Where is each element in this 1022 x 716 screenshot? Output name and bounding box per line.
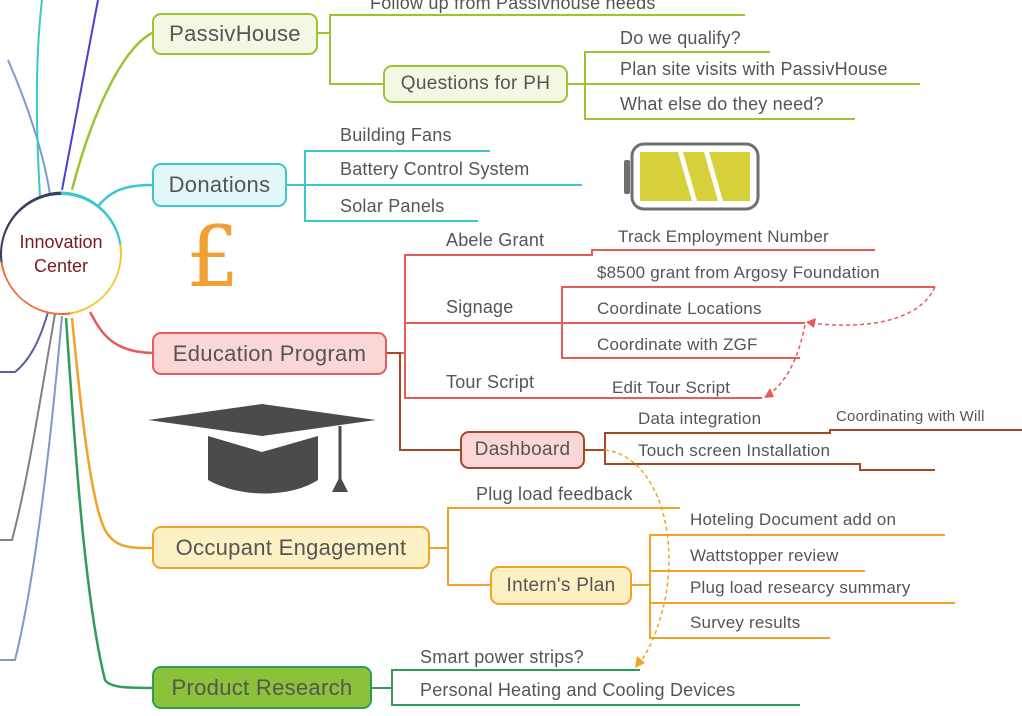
- question-item[interactable]: Plan site visits with PassivHouse: [620, 59, 888, 79]
- topic-occupant-engagement[interactable]: Occupant Engagement: [152, 526, 430, 569]
- product-item[interactable]: Personal Heating and Cooling Devices: [420, 680, 736, 700]
- signage-item[interactable]: Coordinate Locations: [597, 299, 762, 318]
- topic-product-research[interactable]: Product Research: [152, 666, 372, 709]
- subtopic-dashboard[interactable]: Dashboard: [460, 431, 585, 469]
- intern-item[interactable]: Hoteling Document add on: [690, 510, 897, 529]
- subtopic-followup[interactable]: Follow up from Passivhouse needs: [370, 0, 656, 13]
- topic-education-program[interactable]: Education Program: [152, 332, 387, 375]
- subtopic-tour-script[interactable]: Tour Script: [446, 372, 535, 392]
- dashboard-item[interactable]: Touch screen Installation: [638, 441, 831, 460]
- signage-item[interactable]: Coordinate with ZGF: [597, 335, 758, 354]
- graduation-cap-icon: [148, 404, 376, 494]
- signage-item[interactable]: $8500 grant from Argosy Foundation: [597, 263, 880, 282]
- central-topic[interactable]: Innovation Center: [2, 195, 120, 313]
- battery-icon: [624, 142, 760, 211]
- question-item[interactable]: Do we qualify?: [620, 28, 741, 48]
- subtopic-plug-load-feedback[interactable]: Plug load feedback: [476, 484, 633, 504]
- donation-item[interactable]: Battery Control System: [340, 159, 530, 179]
- topic-passivhouse[interactable]: PassivHouse: [152, 13, 318, 55]
- pound-icon: £: [186, 208, 240, 306]
- dashboard-item[interactable]: Data integration: [638, 409, 762, 428]
- tour-item[interactable]: Edit Tour Script: [612, 378, 731, 397]
- dashboard-note[interactable]: Coordinating with Will: [836, 408, 985, 425]
- intern-item[interactable]: Survey results: [690, 613, 801, 632]
- subtopic-signage[interactable]: Signage: [446, 297, 514, 317]
- intern-item[interactable]: Plug load researcy summary: [690, 578, 911, 597]
- intern-item[interactable]: Wattstopper review: [690, 546, 839, 565]
- subtopic-interns-plan[interactable]: Intern's Plan: [490, 566, 632, 605]
- subtopic-abele-grant[interactable]: Abele Grant: [446, 230, 545, 250]
- product-item[interactable]: Smart power strips?: [420, 647, 584, 667]
- subtopic-questions-for-ph[interactable]: Questions for PH: [383, 65, 568, 103]
- donation-item[interactable]: Solar Panels: [340, 196, 445, 216]
- abele-item[interactable]: Track Employment Number: [618, 227, 829, 246]
- question-item[interactable]: What else do they need?: [620, 94, 824, 114]
- central-topic-line1: Innovation: [19, 232, 103, 252]
- donation-item[interactable]: Building Fans: [340, 125, 452, 145]
- central-topic-line2: Center: [33, 256, 89, 276]
- topic-donations[interactable]: Donations: [152, 163, 287, 207]
